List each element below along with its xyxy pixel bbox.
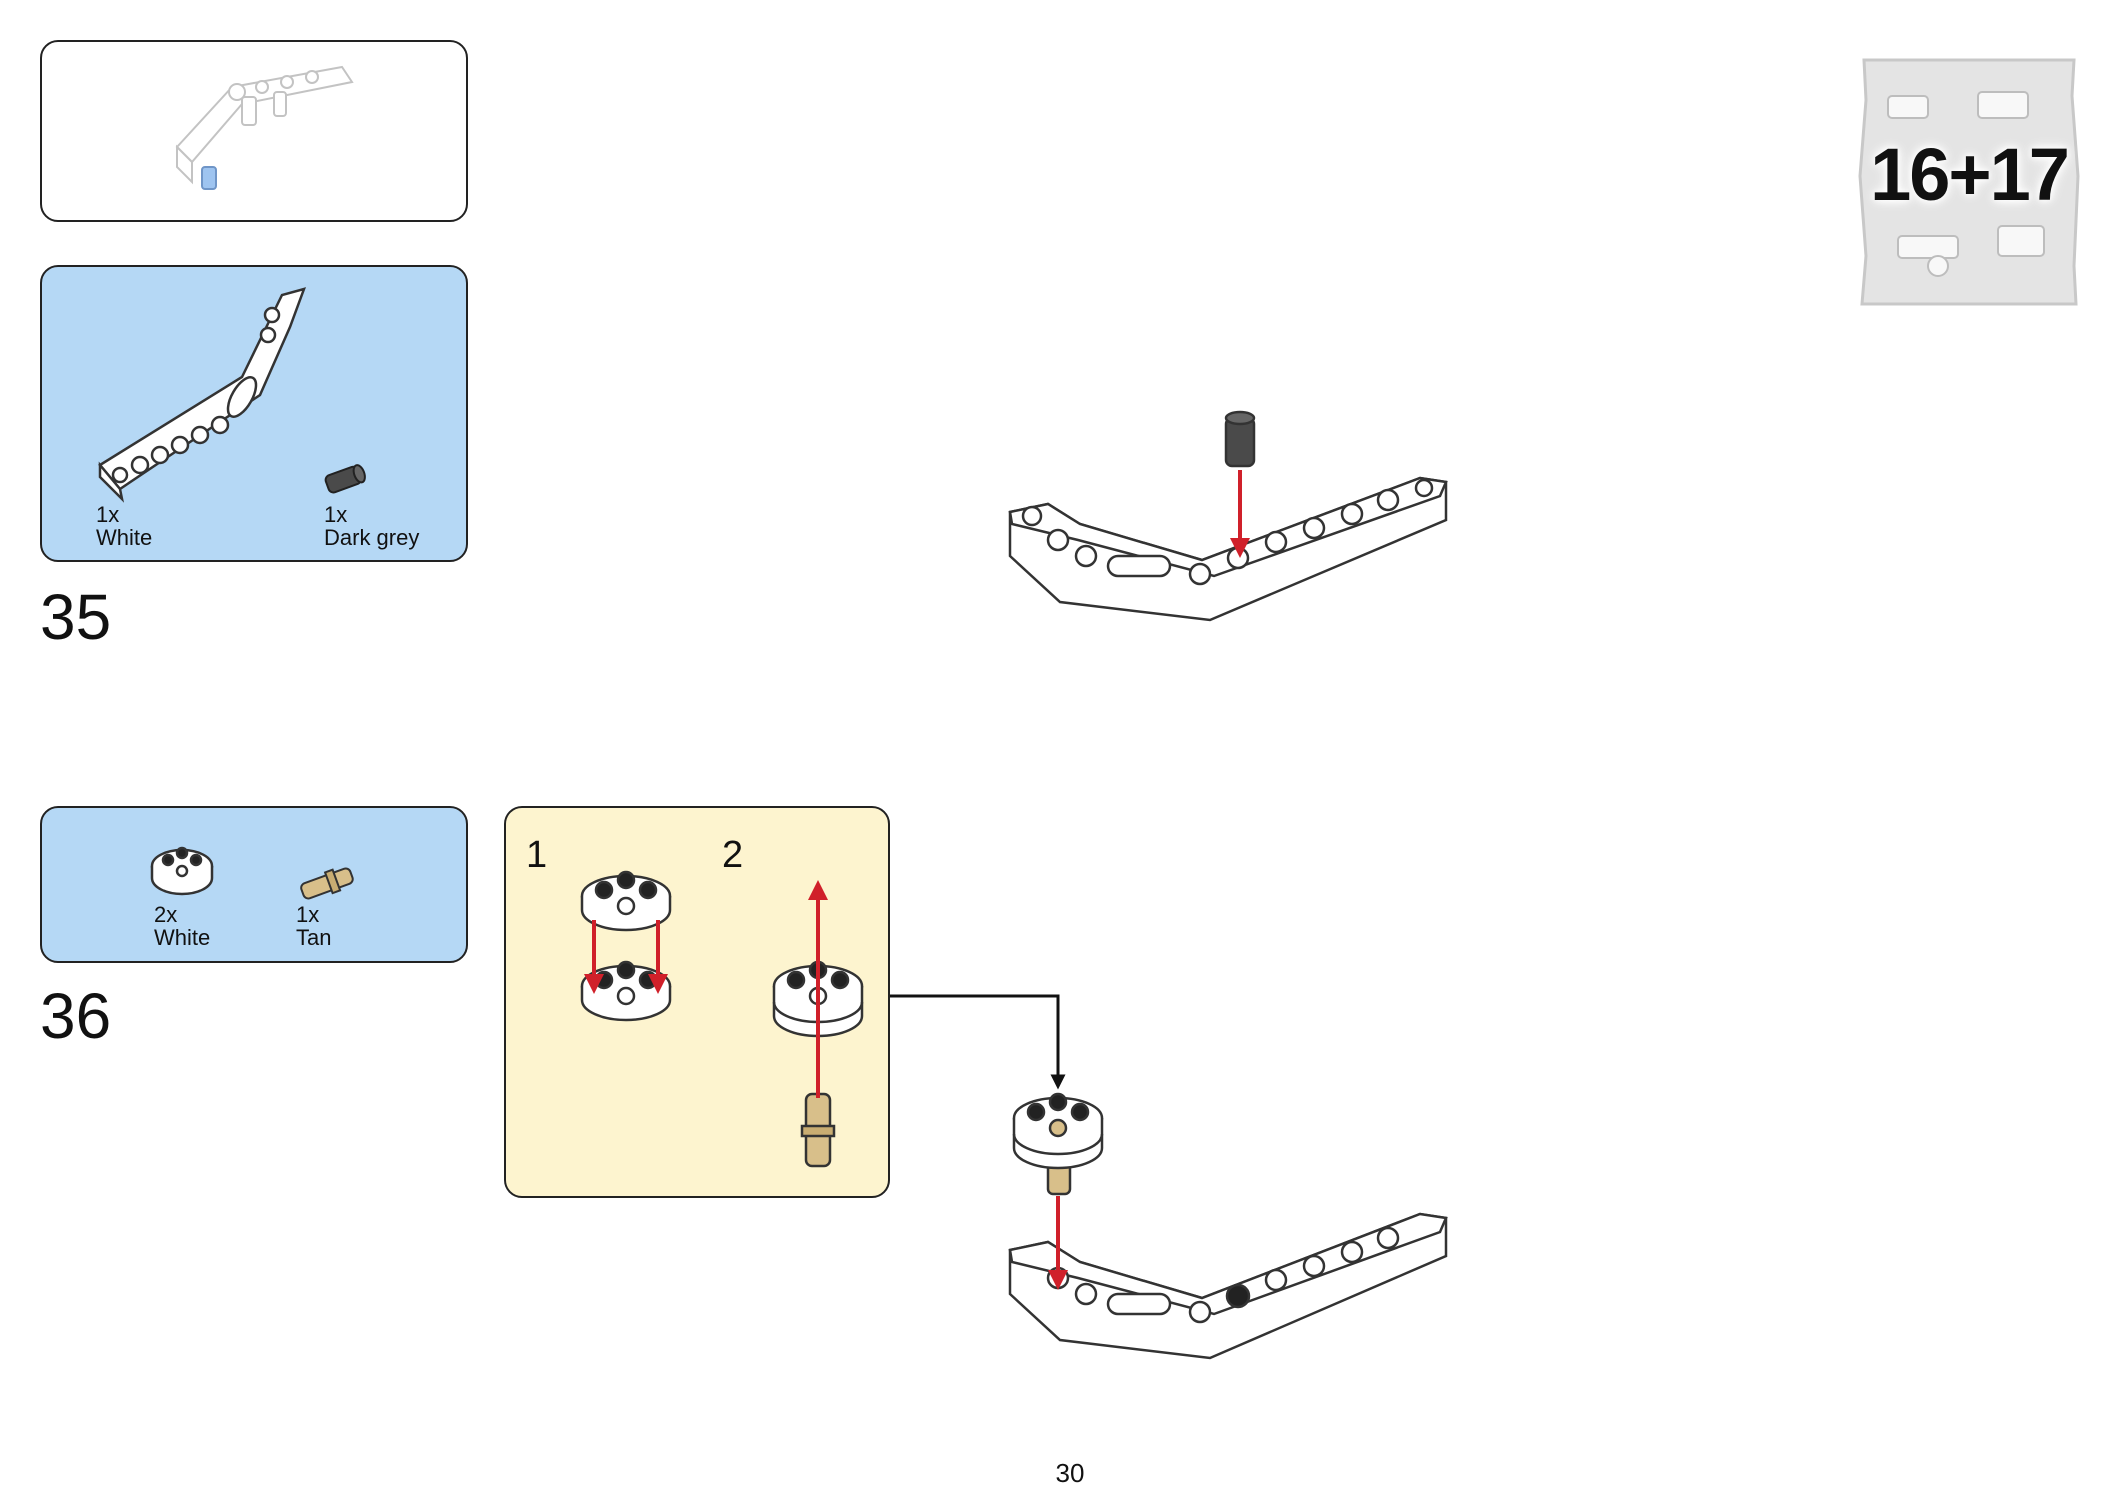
substep-number-1: 1 xyxy=(526,834,548,876)
axle-pin-icon xyxy=(300,867,354,900)
bag-number: 16+17 xyxy=(1870,133,2070,216)
step-number-35: 35 xyxy=(40,581,112,653)
substep-assembly-illustration xyxy=(580,870,864,1168)
round-plate-icon xyxy=(150,846,214,896)
step-number-36: 36 xyxy=(40,980,112,1052)
page-number: 30 xyxy=(1055,1458,1085,1488)
previous-assembly-panel xyxy=(40,40,468,222)
previous-assembly-icon xyxy=(175,65,354,190)
bent-liftarm-icon xyxy=(98,287,307,503)
parts-bag-icon xyxy=(1858,58,2080,306)
substep-number-2: 2 xyxy=(722,834,744,876)
connector-peg-icon xyxy=(324,464,366,494)
substep-panel: 1 2 xyxy=(504,806,890,1198)
